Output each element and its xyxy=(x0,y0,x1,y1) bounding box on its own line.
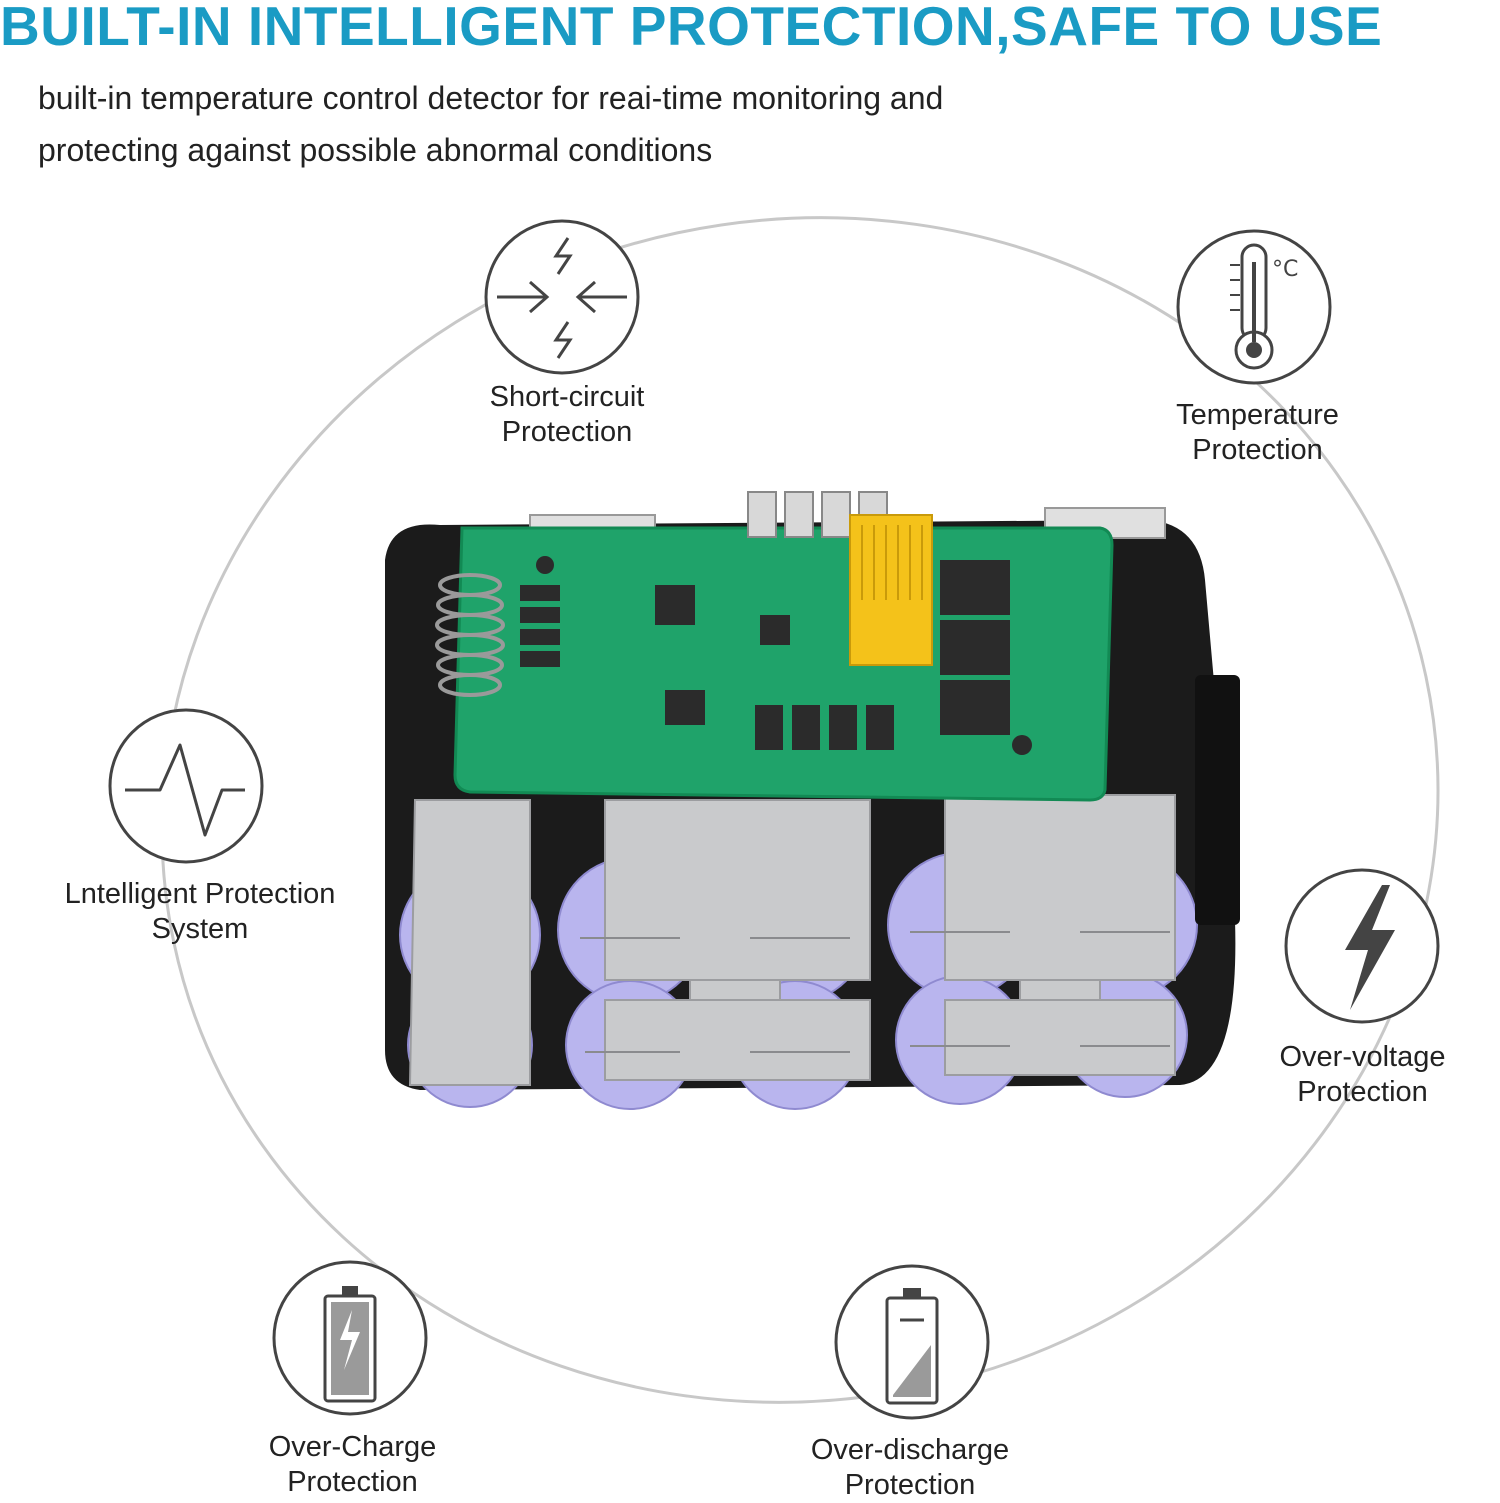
over-charge-label-line-1: Over-Charge xyxy=(268,1431,437,1463)
over-charge-label: Over-Charge Protection xyxy=(240,1430,465,1500)
over-discharge-label-line-1: Over-discharge xyxy=(810,1434,1010,1466)
intelligent-label-line-1: Lntelligent Protection xyxy=(64,878,336,910)
short-circuit-label-line-2: Protection xyxy=(501,416,633,448)
pulse-wave-icon xyxy=(108,708,264,864)
subtitle-line-1: built-in temperature control detector fo… xyxy=(38,80,944,116)
intelligent-protection-label: Lntelligent Protection System xyxy=(50,877,350,947)
short-circuit-icon xyxy=(484,219,640,375)
short-circuit-label-line-1: Short-circuit xyxy=(489,381,645,413)
temperature-label-line-2: Protection xyxy=(1192,434,1323,466)
over-voltage-label-line-1: Over-voltage xyxy=(1279,1041,1446,1073)
over-voltage-label: Over-voltage Protection xyxy=(1255,1040,1470,1110)
over-voltage-label-line-2: Protection xyxy=(1297,1076,1428,1108)
battery-charge-icon xyxy=(272,1260,428,1416)
intelligent-label-line-2: System xyxy=(151,913,249,945)
over-discharge-label: Over-discharge Protection xyxy=(790,1433,1030,1503)
lightning-icon xyxy=(1284,868,1440,1024)
subtitle: built-in temperature control detector fo… xyxy=(38,72,1138,176)
subtitle-line-2: protecting against possible abnormal con… xyxy=(38,132,713,168)
battery-pack-image xyxy=(385,491,1240,1110)
page-headline: BUILT-IN INTELLIGENT PROTECTION,SAFE TO … xyxy=(0,0,1383,57)
short-circuit-label: Short-circuit Protection xyxy=(462,380,672,450)
over-discharge-label-line-2: Protection xyxy=(844,1469,976,1501)
over-charge-label-line-2: Protection xyxy=(287,1466,418,1498)
thermometer-icon: °C xyxy=(1176,229,1332,385)
battery-low-icon xyxy=(834,1264,990,1420)
celsius-unit: °C xyxy=(1272,257,1298,282)
temperature-label: Temperature Protection xyxy=(1150,398,1365,468)
temperature-label-line-1: Temperature xyxy=(1176,399,1339,431)
